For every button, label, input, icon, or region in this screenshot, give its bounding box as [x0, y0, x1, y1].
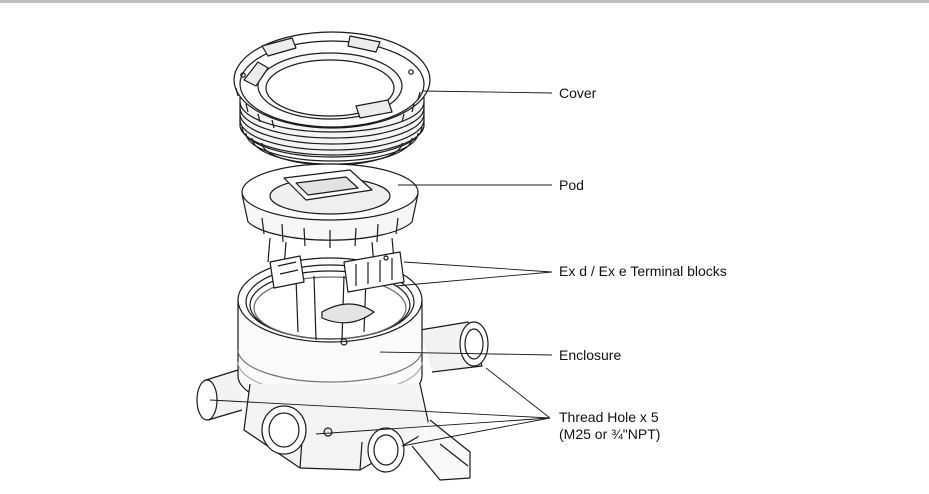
cover-part — [234, 32, 430, 165]
callout-cover: Cover — [559, 85, 596, 102]
callout-thread-hole-line1: Thread Hole x 5 — [559, 409, 660, 426]
callout-thread-hole: Thread Hole x 5 (M25 or ¾"NPT) — [559, 409, 660, 443]
enclosure-part — [197, 252, 488, 480]
callout-enclosure: Enclosure — [559, 347, 621, 364]
callout-thread-hole-line2: (M25 or ¾"NPT) — [559, 426, 660, 443]
callout-terminal-blocks: Ex d / Ex e Terminal blocks — [559, 263, 727, 280]
callout-pod: Pod — [559, 177, 584, 194]
pod-part — [242, 164, 418, 268]
